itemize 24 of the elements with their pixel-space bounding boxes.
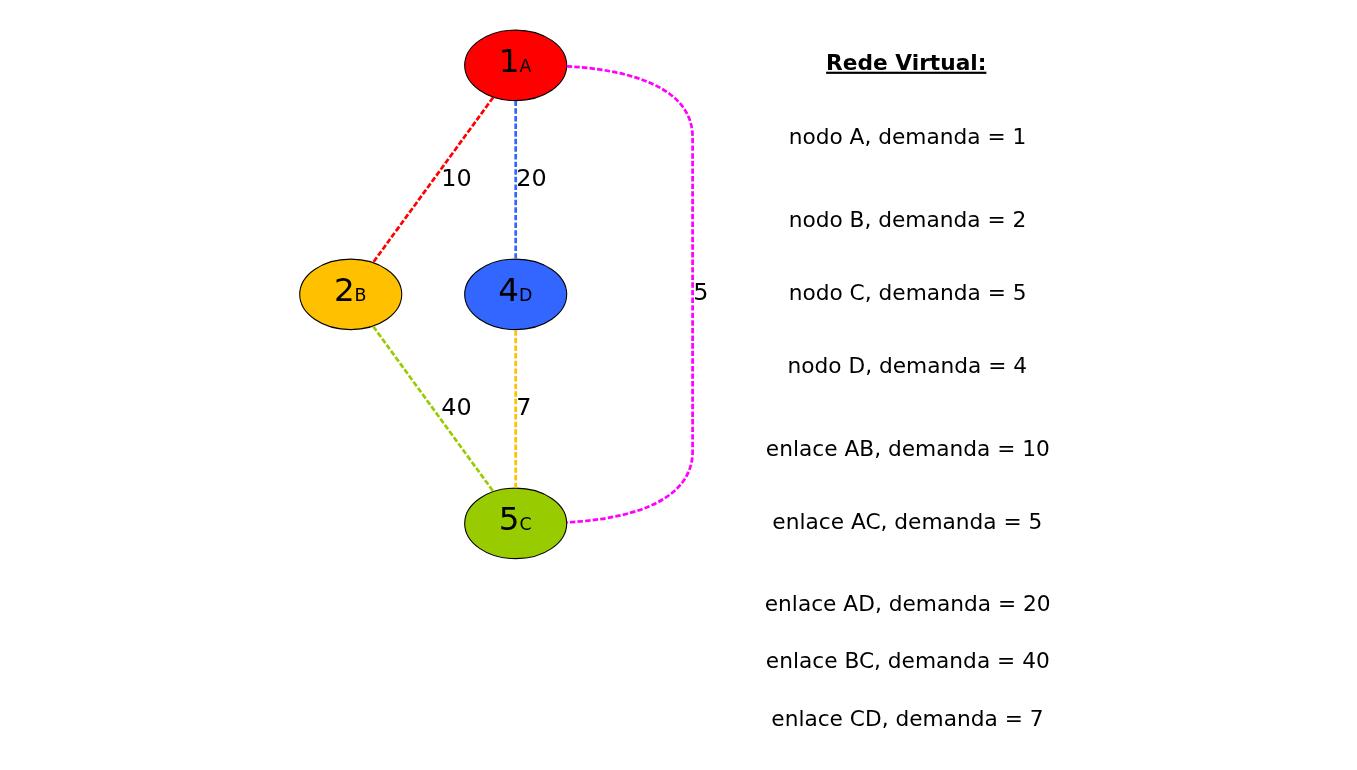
node-ellipse: 5C (464, 487, 568, 560)
connector (371, 96, 495, 264)
label: enlace CD, demanda = 7 (771, 705, 1044, 731)
label: nodo D, demanda = 4 (787, 353, 1028, 379)
connector (566, 64, 694, 524)
connector (514, 100, 518, 259)
label: enlace AC, demanda = 5 (772, 508, 1043, 534)
edge-label: 5 (693, 278, 709, 307)
connector (372, 325, 495, 493)
label: nodo C, demanda = 5 (788, 279, 1027, 305)
label: nodo B, demanda = 2 (788, 206, 1027, 232)
edge-label: 20 (516, 163, 547, 192)
node-ellipse: 4D (464, 258, 568, 331)
label: enlace AB, demanda = 10 (765, 435, 1050, 461)
label: nodo A, demanda = 1 (788, 124, 1027, 150)
connector (514, 329, 518, 488)
label: enlace AD, demanda = 20 (764, 590, 1051, 616)
edge-label: 40 (441, 392, 472, 421)
node-ellipse: 1A (464, 29, 568, 102)
edge-label: 7 (516, 392, 532, 421)
node-ellipse: 2 B (299, 258, 403, 331)
label: enlace BC, demanda = 40 (765, 648, 1050, 674)
edge-label: 10 (441, 163, 472, 192)
label: Rede Virtual: (826, 49, 987, 75)
